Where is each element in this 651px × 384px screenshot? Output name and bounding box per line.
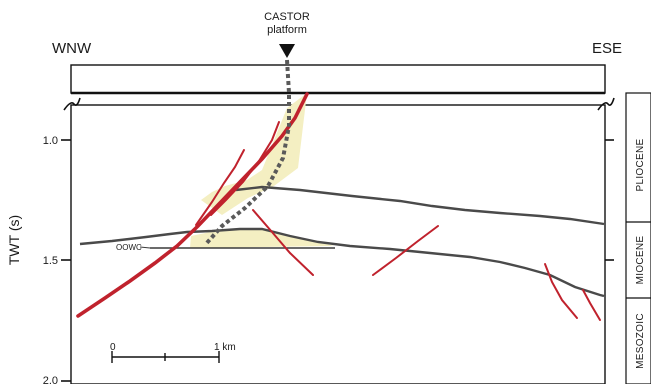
axis-break-left — [63, 97, 81, 111]
sea-box — [70, 64, 606, 94]
normal-fault-east — [372, 225, 439, 276]
oowc-label: OOWC — [116, 243, 142, 252]
scale-end-label: 1 km — [214, 342, 236, 353]
fault-east-1 — [544, 263, 578, 319]
platform-marker-icon — [279, 44, 295, 58]
tick-label-3: 2.0 — [43, 375, 58, 384]
strat-pliocene: PLIOCENE — [635, 138, 646, 191]
main-fault — [76, 92, 309, 318]
synthetic-fault — [210, 121, 280, 216]
direction-label-ese: ESE — [592, 40, 622, 57]
strat-mesozoic: MESOZOIC — [635, 313, 646, 369]
splay-fault — [195, 149, 245, 226]
strat-column — [625, 92, 651, 384]
platform-label-line2: platform — [267, 24, 307, 36]
reservoir-fill-lower — [190, 229, 334, 248]
fault-east-2 — [582, 289, 601, 321]
platform-label-line1: CASTOR — [264, 11, 310, 23]
section-frame — [70, 104, 606, 384]
horizon-base — [79, 227, 605, 298]
axis-break-right — [597, 97, 615, 111]
strat-miocene: MIOCENE — [635, 236, 646, 285]
oowc-leader — [139, 246, 151, 249]
horizon-top — [235, 185, 605, 226]
tick-label-1: 1.0 — [43, 135, 58, 147]
well-trajectory — [203, 59, 291, 247]
axis-title: TWT (s) — [6, 215, 22, 265]
direction-label-wnw: WNW — [52, 40, 92, 57]
tick-label-2: 1.5 — [43, 255, 58, 267]
antithetic-fault — [252, 209, 314, 276]
scale-start-label: 0 — [110, 342, 116, 353]
